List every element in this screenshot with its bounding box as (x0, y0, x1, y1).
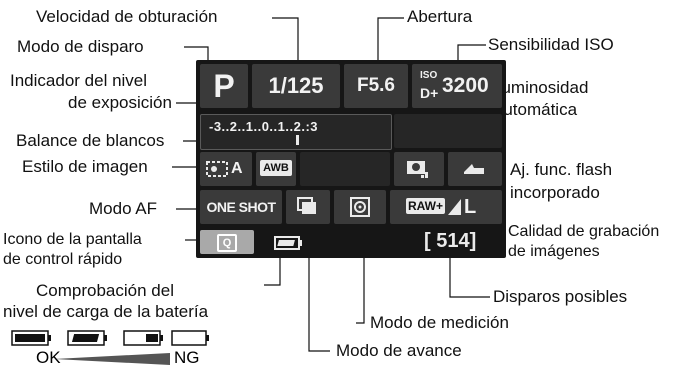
picture-style-value[interactable]: A (200, 152, 252, 186)
quality-jpeg-icon (448, 199, 461, 215)
label-picture-style: Estilo de imagen (22, 157, 148, 176)
image-quality-value[interactable]: RAW+ L (390, 190, 502, 224)
label-shooting-mode: Modo de disparo (17, 37, 144, 56)
label-battery-check-1: Comprobación del (36, 281, 174, 300)
shutter-speed-value[interactable]: 1/125 (252, 64, 340, 108)
lcd-screen: P 1/125 F5.6 ISO D+ 3200 -3..2..1..0..1.… (196, 60, 506, 258)
iso-value[interactable]: ISO D+ 3200 (412, 64, 502, 108)
label-quality-2: de imágenes (508, 243, 600, 260)
flash-icon (464, 164, 484, 174)
empty-slot-top-right (394, 114, 502, 148)
label-metering-mode: Modo de medición (370, 313, 509, 332)
quick-control-q: Q (217, 234, 237, 252)
af-mode-value[interactable]: ONE SHOT (200, 190, 282, 224)
label-quick-control-2: de control rápido (3, 251, 123, 268)
battery-level-icons (11, 330, 209, 365)
label-quality-1: Calidad de grabación (508, 223, 660, 240)
label-white-balance: Balance de blancos (16, 131, 165, 150)
label-flash-func-2: incorporado (510, 183, 600, 202)
exposure-marker-icon (296, 135, 299, 145)
label-shutter-speed: Velocidad de obturación (36, 7, 218, 26)
battery-ng-label: NG (174, 348, 200, 367)
metering-mode-value[interactable] (334, 190, 386, 224)
exposure-level-indicator[interactable]: -3..2..1..0..1..2.:3 (200, 114, 392, 150)
label-drive-mode: Modo de avance (336, 341, 462, 360)
label-auto-lighting-2: Automática (492, 100, 578, 119)
picture-style-icon (206, 161, 228, 177)
mode-letter: P (213, 68, 235, 104)
aperture-text: F5.6 (356, 75, 396, 96)
drive-mode-value[interactable] (286, 190, 330, 224)
flash-function-value[interactable] (448, 152, 502, 186)
drive-mode-icon (297, 197, 316, 214)
quick-control-button[interactable]: Q (200, 230, 254, 254)
auto-lighting-icon (407, 161, 428, 178)
iso-badge-bottom: D+ (420, 85, 439, 101)
battery-status-icon (274, 236, 302, 250)
iso-number: 3200 (442, 74, 489, 97)
picture-style-letter: A (231, 160, 243, 177)
label-exposure-indicator-2: de exposición (68, 93, 172, 112)
shooting-mode-value[interactable]: P (200, 64, 248, 108)
label-quick-control-1: Icono de la pantalla (3, 231, 142, 248)
label-af-mode: Modo AF (89, 199, 158, 218)
white-balance-value[interactable]: AWB (256, 152, 296, 186)
battery-legend: OK NG (10, 327, 210, 367)
battery-ok-label: OK (36, 348, 61, 367)
metering-mode-icon (350, 197, 370, 217)
auto-lighting-optimizer-value[interactable] (394, 152, 444, 186)
label-exposure-indicator-1: Indicador del nivel (10, 71, 148, 90)
label-aperture: Abertura (407, 7, 473, 26)
label-auto-lighting-1: Luminosidad (492, 78, 589, 97)
wb-text: AWB (260, 160, 292, 176)
label-iso: Sensibilidad ISO (488, 35, 614, 54)
label-shots-remaining: Disparos posibles (493, 287, 628, 306)
quality-raw-text: RAW+ (406, 198, 446, 214)
exposure-scale-text: -3..2..1..0..1..2.:3 (209, 119, 318, 134)
label-flash-func-1: Aj. func. flash (510, 160, 613, 179)
quality-size-text: L (464, 196, 477, 218)
shots-remaining-value: [ 514] (424, 230, 477, 252)
empty-slot-mid (300, 152, 390, 186)
shutter-text: 1/125 (268, 73, 324, 98)
label-battery-check-2: nivel de carga de la batería (3, 302, 209, 321)
iso-badge-top: ISO (420, 70, 438, 81)
af-text: ONE SHOT (206, 199, 276, 215)
aperture-value[interactable]: F5.6 (344, 64, 408, 108)
